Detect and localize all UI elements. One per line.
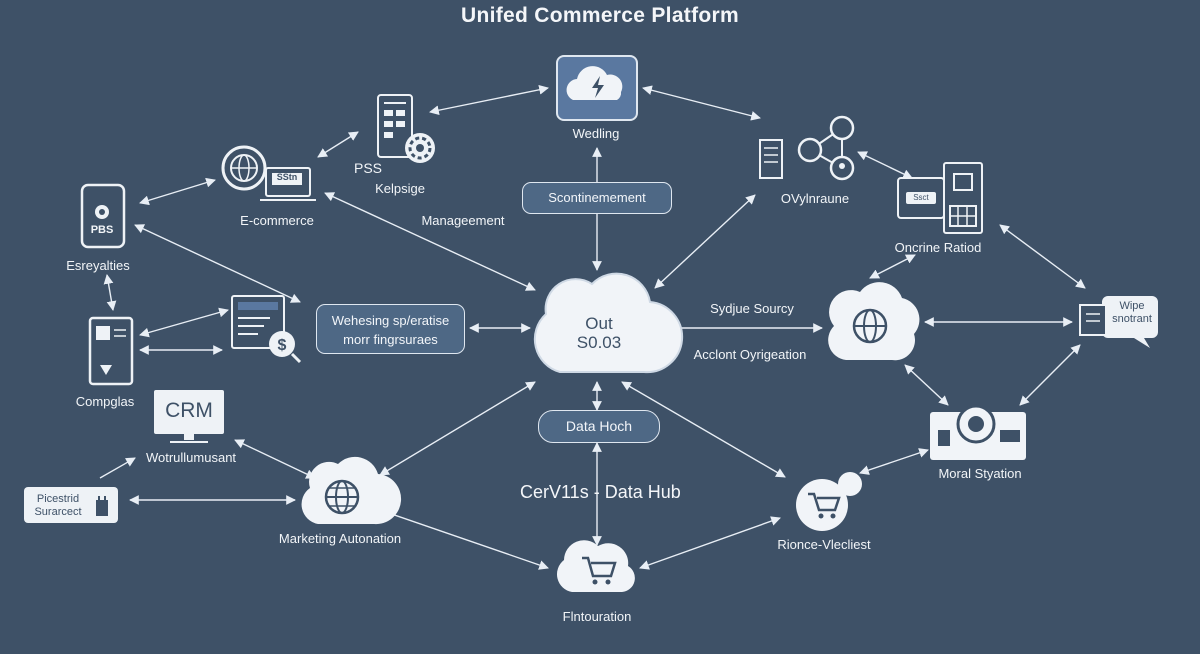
ssstn-label: SStn <box>276 172 298 182</box>
pill-label: morr fingrsuraes <box>343 332 438 347</box>
hub-label: Out S0.03 <box>577 314 621 352</box>
globe-laptop-icon <box>221 145 316 201</box>
flintouration-label: Flntouration <box>562 609 632 624</box>
oncrine-ratiod-label: Oncrine Ratiod <box>894 240 982 255</box>
compglas-label: Compglas <box>75 394 135 409</box>
svg-text:$: $ <box>278 337 287 354</box>
chat-document-icon <box>1079 296 1158 348</box>
connector <box>429 84 549 116</box>
pss-label: PSS <box>353 160 383 176</box>
marketing-label: Marketing Autonation <box>278 531 402 546</box>
connector <box>857 151 913 179</box>
ecommerce-label: E-commerce <box>240 213 314 228</box>
connector <box>379 381 536 476</box>
connector <box>99 457 136 479</box>
battery-plug-icon <box>24 487 118 523</box>
hub-cloud <box>533 272 684 374</box>
globe-cloud-icon <box>301 456 402 525</box>
crm-monitor-icon <box>154 390 224 443</box>
picestrid-line: Picestrid <box>36 493 80 505</box>
data-hoch-pill: Data Hoch <box>538 410 660 443</box>
management-label: Manageement <box>421 213 505 228</box>
connector <box>869 254 916 279</box>
hub-line: Out <box>585 314 613 333</box>
esreyalties-label: Esreyalties <box>66 258 130 273</box>
connector <box>654 194 756 289</box>
connectors <box>103 84 1086 570</box>
connector <box>317 131 359 158</box>
wipe-line: Wipe <box>1119 300 1145 312</box>
wipe-line: snotrant <box>1112 313 1152 325</box>
page-title: Unifed Commerce Platform <box>461 4 739 27</box>
cervis-data-hub-label: CerV11s - Data Hub <box>520 482 681 502</box>
network-nodes-icon <box>759 115 855 181</box>
mobile-phone-icon <box>80 183 126 249</box>
pill-label: Data Hoch <box>565 418 633 434</box>
kelpsige-label: Kelpsige <box>375 181 425 196</box>
connector <box>859 448 929 475</box>
pill-label: Wehesing sp/eratise <box>331 313 450 328</box>
server-gear-icon <box>377 94 435 163</box>
connector <box>103 274 117 311</box>
moral-styation-label: Moral Styation <box>938 466 1022 481</box>
connector <box>324 192 536 291</box>
connector <box>379 508 549 570</box>
acclont-label: Acclont Oyrigeation <box>693 347 807 362</box>
cloud-lightning-icon <box>566 66 623 100</box>
connector <box>642 85 761 121</box>
scontinement-pill: Scontinemement <box>522 182 672 214</box>
picestrid-label: Picestrid Surarcect <box>34 493 81 519</box>
connector <box>621 381 786 478</box>
hub-line: S0.03 <box>576 333 622 352</box>
connector <box>904 364 949 406</box>
sydjue-sourcy-label: Sydjue Sourcy <box>710 301 794 316</box>
rionce-label: Rionce-Vlecliest <box>777 537 871 552</box>
connector <box>1019 344 1081 406</box>
cart-circle-icon <box>796 472 862 531</box>
connector <box>999 224 1086 289</box>
pill-label: Scontinemement <box>548 190 646 205</box>
connector <box>139 307 229 338</box>
connector <box>234 439 316 479</box>
cart-cloud-icon <box>556 540 635 592</box>
connector <box>134 224 301 303</box>
picestrid-line: Surarcect <box>34 506 82 518</box>
crm-label: CRM <box>165 399 213 422</box>
wotrullumusant-label: Wotrullumusant <box>145 450 237 465</box>
wedling-label: Wedling <box>572 126 620 141</box>
webcam-monitor-icon <box>930 404 1026 460</box>
pbs-label: PBS <box>90 224 114 236</box>
wipe-label: Wipe snotrant <box>1112 300 1152 326</box>
tablet-grid-icon <box>897 162 983 234</box>
document-dollar-icon: $ <box>231 295 302 364</box>
wedling-node <box>556 55 638 121</box>
webhooks-pill: Wehesing sp/eratise morr fingrsuraes <box>316 304 465 354</box>
connector <box>139 177 216 206</box>
globe-cloud-icon <box>828 282 920 361</box>
phone-download-icon <box>88 316 134 386</box>
tablet-tag-label: Ssct <box>913 193 929 202</box>
ovylnraune-label: OVylnraune <box>780 191 850 206</box>
connector <box>639 516 781 570</box>
